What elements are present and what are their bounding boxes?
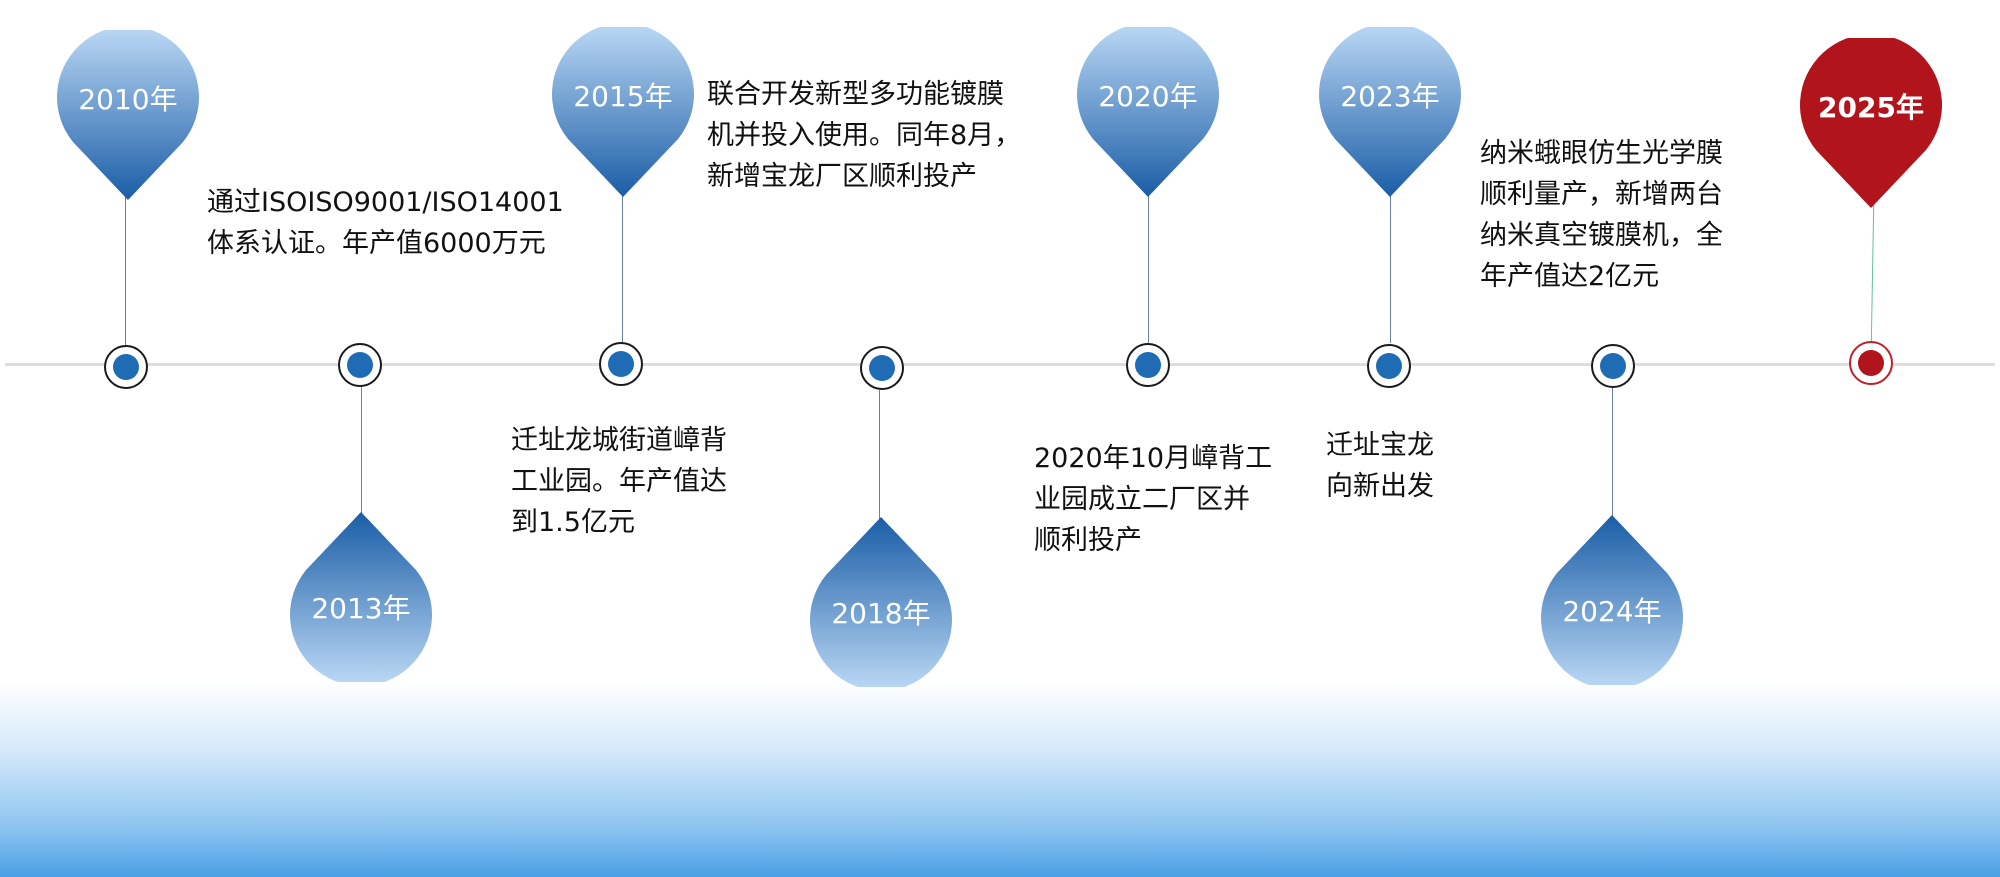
milestone-2010-description: 通过ISOISO9001/ISO14001 体系认证。年产值6000万元: [207, 182, 564, 264]
pin-year-label: 2023年: [1340, 80, 1440, 113]
milestone-2020-description: 2020年10月嶂背工 业园成立二厂区并 顺利投产: [1034, 438, 1272, 561]
milestone-2024-description: 纳米蛾眼仿生光学膜 顺利量产，新增两台 纳米真空镀膜机，全 年产值达2亿元: [1480, 133, 1723, 297]
description-line: 顺利投产: [1034, 525, 1142, 556]
node-dot: [1376, 353, 1402, 379]
node-dot: [1135, 352, 1161, 378]
node-dot: [113, 354, 139, 380]
pin-marker-2025-highlight: 2025年: [1800, 38, 1942, 210]
pin-year-label: 2013年: [311, 592, 411, 625]
timeline-node-2023: [1367, 344, 1411, 388]
description-line: 到1.5亿元: [511, 507, 635, 538]
description-line: 迁址龙城街道嶂背: [511, 425, 727, 456]
node-dot: [869, 355, 895, 381]
description-line: 通过ISOISO9001/ISO14001: [207, 187, 564, 218]
stem-2025: [1870, 205, 1875, 345]
pin-year-label: 2018年: [831, 597, 931, 630]
pin-year-label: 2010年: [78, 83, 178, 116]
pin-year-label: 2025年: [1818, 91, 1924, 124]
pin-marker-2013: 2013年: [290, 510, 432, 682]
node-dot: [347, 352, 373, 378]
timeline-axis: [5, 363, 1995, 366]
timeline-node-2013: [338, 343, 382, 387]
description-line: 体系认证。年产值6000万元: [207, 228, 546, 259]
pin-year-label: 2020年: [1098, 80, 1198, 113]
description-line: 业园成立二厂区并: [1034, 484, 1250, 515]
stem-2018: [879, 390, 880, 520]
description-line: 纳米真空镀膜机，全: [1480, 220, 1723, 251]
milestone-2015-description: 迁址龙城街道嶂背 工业园。年产值达 到1.5亿元: [511, 420, 727, 543]
node-dot: [1600, 353, 1626, 379]
timeline-node-2018: [860, 346, 904, 390]
description-line: 工业园。年产值达: [511, 466, 727, 497]
description-line: 顺利量产，新增两台: [1480, 179, 1723, 210]
description-line: 2020年10月嶂背工: [1034, 443, 1273, 474]
description-line: 年产值达2亿元: [1480, 261, 1660, 292]
timeline-node-2015: [599, 342, 643, 386]
stem-2015: [622, 193, 623, 343]
description-line: 迁址宝龙: [1326, 430, 1434, 461]
timeline-node-2024: [1591, 344, 1635, 388]
description-line: 向新出发: [1326, 471, 1434, 502]
description-line: 新增宝龙厂区顺利投产: [707, 161, 977, 192]
pin-marker-2023: 2023年: [1319, 27, 1461, 199]
timeline-node-2020: [1126, 343, 1170, 387]
timeline-node-2025: [1849, 341, 1893, 385]
pin-marker-2020: 2020年: [1077, 27, 1219, 199]
stem-2023: [1390, 193, 1391, 343]
bottom-gradient-band: [0, 680, 2000, 877]
pin-year-label: 2024年: [1562, 595, 1662, 628]
pin-marker-2010: 2010年: [57, 30, 199, 202]
description-line: 联合开发新型多功能镀膜: [707, 79, 1004, 110]
pin-year-label: 2015年: [573, 80, 673, 113]
stem-2013: [361, 386, 362, 516]
pin-marker-2015: 2015年: [552, 27, 694, 199]
stem-2024: [1612, 388, 1613, 518]
node-dot: [608, 351, 634, 377]
description-line: 机并投入使用。同年8月，: [707, 120, 1022, 151]
timeline-node-2010: [104, 345, 148, 389]
stem-2010: [125, 195, 126, 345]
description-line: 纳米蛾眼仿生光学膜: [1480, 138, 1723, 169]
milestone-2018-description: 联合开发新型多功能镀膜 机并投入使用。同年8月， 新增宝龙厂区顺利投产: [707, 74, 1021, 197]
node-dot: [1858, 350, 1884, 376]
pin-marker-2018: 2018年: [810, 515, 952, 687]
milestone-2023-description: 迁址宝龙 向新出发: [1326, 425, 1434, 507]
stem-2020: [1148, 193, 1149, 343]
pin-marker-2024: 2024年: [1541, 513, 1683, 685]
